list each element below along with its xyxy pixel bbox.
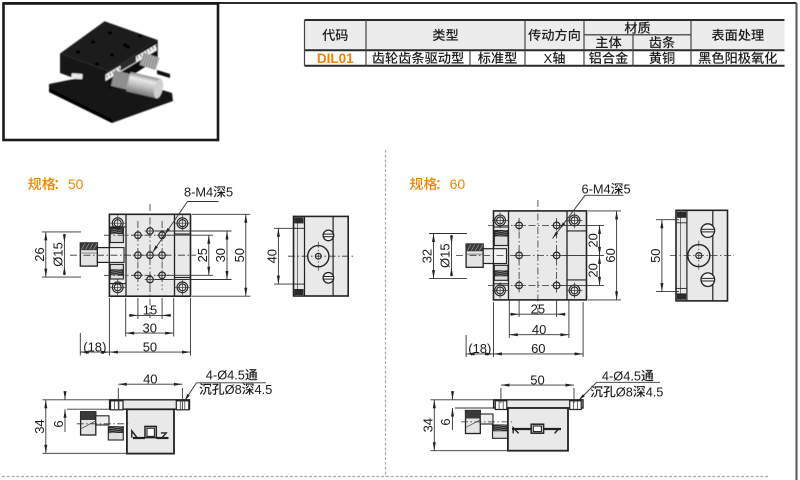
svg-text:0: 0 [150, 371, 157, 386]
svg-text:5: 5 [226, 185, 233, 200]
svg-text:.: . [262, 382, 266, 397]
svg-text:3: 3 [32, 427, 47, 434]
svg-text:8: 8 [235, 382, 242, 397]
svg-text:6: 6 [582, 182, 589, 197]
svg-text:4: 4 [227, 368, 234, 383]
svg-text:0: 0 [150, 320, 157, 335]
svg-text:5: 5 [538, 301, 545, 316]
svg-text:6: 6 [51, 420, 66, 427]
svg-text:0: 0 [150, 339, 157, 354]
svg-text:0: 0 [265, 249, 280, 256]
svg-text:-: - [213, 368, 217, 383]
svg-text:5: 5 [232, 255, 247, 262]
svg-text:5: 5 [624, 182, 631, 197]
svg-text:5: 5 [265, 382, 272, 397]
svg-text:6: 6 [603, 255, 618, 262]
svg-text:4: 4 [646, 384, 653, 399]
svg-text:4: 4 [532, 322, 539, 337]
svg-text:4: 4 [604, 182, 611, 197]
svg-text:8: 8 [626, 384, 633, 399]
svg-text:1: 1 [473, 341, 480, 356]
svg-text:): ) [487, 341, 491, 356]
svg-text:4: 4 [32, 419, 47, 426]
svg-text:8: 8 [184, 185, 191, 200]
svg-text:Ø: Ø [51, 257, 66, 267]
svg-text:2: 2 [586, 270, 601, 277]
svg-text:L: L [330, 51, 338, 66]
svg-text:5: 5 [195, 248, 210, 255]
svg-text:I: I [327, 51, 331, 66]
svg-text:8: 8 [480, 341, 487, 356]
svg-text:(: ( [83, 339, 88, 354]
svg-text:2: 2 [420, 249, 435, 256]
svg-text:X: X [544, 51, 553, 66]
svg-text:4: 4 [623, 368, 630, 383]
svg-text:4: 4 [206, 368, 213, 383]
svg-text:4: 4 [206, 185, 213, 200]
svg-text:5: 5 [530, 372, 537, 387]
svg-text:6: 6 [438, 418, 453, 425]
svg-text:5: 5 [438, 243, 453, 250]
svg-text:60: 60 [450, 176, 466, 192]
svg-text:.: . [630, 368, 634, 383]
svg-text:Ø: Ø [225, 382, 235, 397]
svg-text:0: 0 [538, 372, 545, 387]
svg-text:0: 0 [339, 51, 347, 66]
svg-text:.: . [234, 368, 238, 383]
svg-text:M: M [195, 185, 206, 200]
svg-text:): ) [102, 339, 106, 354]
svg-text:1: 1 [51, 249, 66, 256]
svg-text:M: M [593, 182, 604, 197]
svg-text:4: 4 [265, 256, 280, 263]
svg-text:50: 50 [68, 176, 84, 192]
svg-text:5: 5 [656, 384, 663, 399]
svg-text:0: 0 [213, 248, 228, 255]
svg-text:-: - [191, 185, 195, 200]
svg-text:Ø: Ø [438, 258, 453, 268]
svg-text:5: 5 [143, 339, 150, 354]
svg-text:0: 0 [539, 322, 546, 337]
svg-text:4: 4 [143, 371, 150, 386]
svg-text:-: - [589, 182, 593, 197]
svg-text:0: 0 [603, 248, 618, 255]
svg-text:0: 0 [648, 248, 663, 255]
svg-text:1: 1 [438, 251, 453, 258]
svg-text:2: 2 [586, 240, 601, 247]
svg-text:5: 5 [238, 368, 245, 383]
svg-text:.: . [653, 384, 657, 399]
svg-text:8: 8 [95, 339, 102, 354]
svg-text:6: 6 [531, 341, 538, 356]
svg-text:-: - [609, 368, 613, 383]
svg-text:0: 0 [586, 233, 601, 240]
svg-text:Ø: Ø [616, 384, 626, 399]
svg-text:Ø: Ø [217, 368, 227, 383]
svg-text:Ø: Ø [613, 368, 623, 383]
svg-text:5: 5 [150, 303, 157, 318]
svg-text:1: 1 [88, 339, 95, 354]
svg-text:4: 4 [421, 418, 436, 425]
svg-text:5: 5 [51, 242, 66, 249]
svg-text:1: 1 [143, 303, 150, 318]
svg-text:1: 1 [346, 51, 354, 66]
svg-text:3: 3 [420, 256, 435, 263]
svg-text:(: ( [468, 341, 473, 356]
svg-text:0: 0 [538, 341, 545, 356]
svg-text:4: 4 [255, 382, 262, 397]
svg-text:0: 0 [586, 263, 601, 270]
svg-text:2: 2 [195, 255, 210, 262]
svg-text:0: 0 [232, 248, 247, 255]
svg-text:6: 6 [32, 247, 47, 254]
svg-text:5: 5 [648, 256, 663, 263]
svg-text:3: 3 [421, 425, 436, 432]
svg-text:3: 3 [143, 320, 150, 335]
svg-text:4: 4 [602, 368, 609, 383]
svg-text:2: 2 [531, 301, 538, 316]
svg-text:5: 5 [634, 368, 641, 383]
svg-text:3: 3 [213, 255, 228, 262]
svg-text:D: D [317, 51, 327, 66]
svg-text:2: 2 [32, 254, 47, 261]
